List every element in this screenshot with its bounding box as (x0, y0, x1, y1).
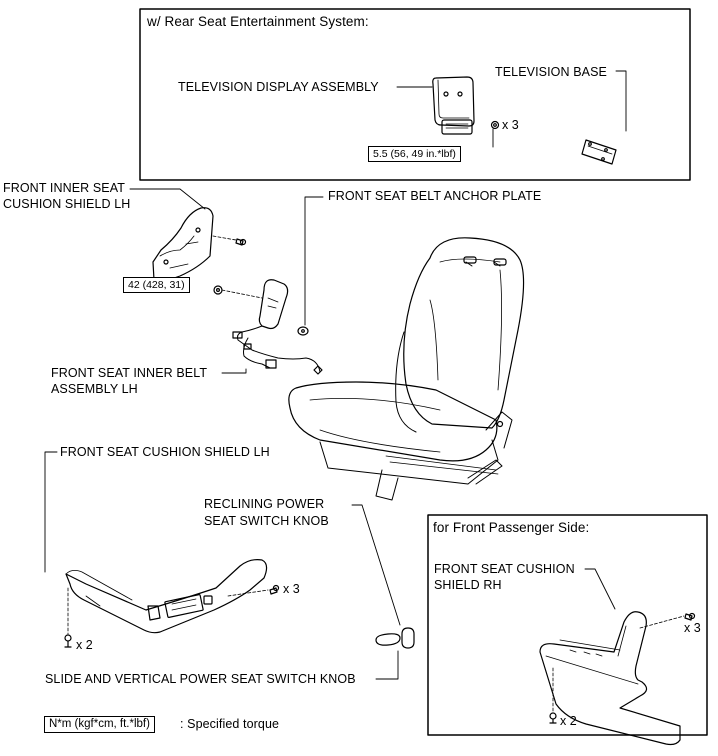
leader-inner-shield (129, 188, 206, 210)
leader-slide-knob (375, 650, 399, 680)
clip-icon (549, 712, 557, 724)
leader-cushion-shield-lh (44, 451, 58, 573)
anchor-plate-label: FRONT SEAT BELT ANCHOR PLATE (328, 189, 542, 203)
inner-belt-label-line1: FRONT SEAT INNER BELT (51, 366, 208, 380)
slide-vertical-power-seat-switch-knob (375, 633, 401, 646)
television-display-assembly (432, 76, 475, 135)
rse-inset-title: w/ Rear Seat Entertainment System: (147, 14, 369, 29)
shield-rh-clip-quantity: x 2 (560, 714, 577, 728)
front-seat (288, 237, 525, 501)
front-seat-cushion-shield-lh (65, 559, 268, 634)
reclining-knob-label-line1: RECLINING POWER (204, 497, 325, 511)
reclining-power-seat-switch-knob (401, 627, 415, 649)
passenger-inset-frame (427, 514, 708, 736)
tv-base-label: TELEVISION BASE (495, 65, 607, 79)
front-seat-cushion-shield-rh (539, 611, 681, 746)
passenger-inset-title: for Front Passenger Side: (433, 520, 590, 535)
legend-text: : Specified torque (180, 717, 280, 731)
screw-icon (269, 584, 280, 595)
cushion-shield-clip-quantity: x 2 (76, 638, 93, 652)
reclining-knob-label-line2: SEAT SWITCH KNOB (204, 514, 329, 528)
shield-rh-label-line2: SHIELD RH (434, 578, 502, 592)
clip-icon (64, 634, 72, 648)
belt-torque-spec: 42 (428, 31) (123, 277, 190, 293)
tv-torque-spec: 5.5 (56, 49 in.*lbf) (368, 146, 461, 162)
leader-tv-base (615, 70, 627, 132)
nut-icon (490, 120, 500, 130)
tv-nut-quantity: x 3 (502, 118, 519, 132)
slide-knob-label: SLIDE AND VERTICAL POWER SEAT SWITCH KNO… (45, 672, 356, 686)
front-seat-inner-belt-assembly-lh (232, 279, 323, 375)
cushion-shield-lh-label: FRONT SEAT CUSHION SHIELD LH (60, 445, 270, 459)
shield-rh-label-line1: FRONT SEAT CUSHION (434, 562, 575, 576)
inner-belt-label-line2: ASSEMBLY LH (51, 382, 138, 396)
screw-icon (684, 612, 696, 621)
leader-inner-belt (221, 368, 247, 374)
television-base (581, 139, 617, 165)
rse-inset-frame (139, 8, 691, 181)
leader-anchor-plate (304, 196, 324, 326)
tv-display-label: TELEVISION DISPLAY ASSEMBLY (178, 80, 379, 94)
leader-reclining-knob (351, 504, 401, 626)
cushion-shield-screw-quantity: x 3 (283, 582, 300, 596)
screw-icon (235, 238, 247, 246)
front-inner-seat-cushion-shield-lh (152, 207, 214, 282)
bolt-icon (213, 285, 223, 295)
front-seat-belt-anchor-plate (297, 326, 309, 336)
inner-shield-label-line2: CUSHION SHIELD LH (3, 197, 131, 211)
legend-unit-box: N*m (kgf*cm, ft.*lbf) (44, 716, 155, 733)
leader-shield-rh (584, 568, 616, 610)
inner-shield-label-line1: FRONT INNER SEAT (3, 181, 125, 195)
shield-rh-screw-quantity: x 3 (684, 621, 701, 635)
